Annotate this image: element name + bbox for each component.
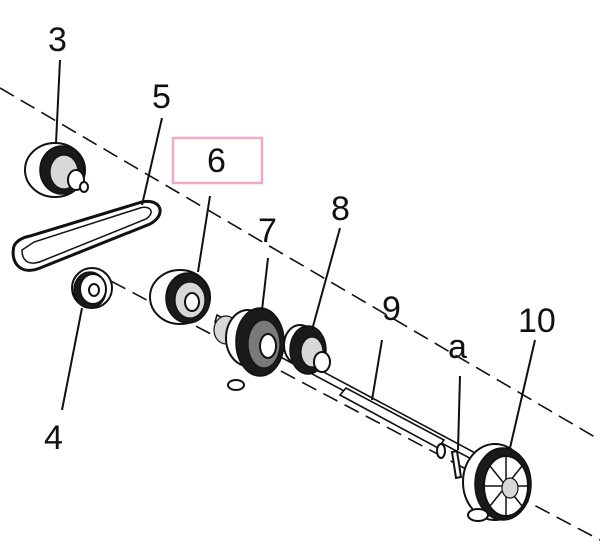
callout-a: a <box>448 328 467 366</box>
leader-4 <box>61 307 83 411</box>
bearing-6 <box>149 269 211 325</box>
callout-6: 6 <box>207 142 226 180</box>
callout-7: 7 <box>258 212 277 250</box>
leader-9 <box>371 339 383 401</box>
leader-8 <box>311 227 341 331</box>
highlight-box-6 <box>171 136 264 185</box>
callout-10: 10 <box>518 302 556 340</box>
leader-a <box>457 375 461 451</box>
callout-8: 8 <box>331 190 350 228</box>
leader-10 <box>509 339 536 449</box>
callout-5: 5 <box>152 78 171 116</box>
bearing-8 <box>283 324 331 375</box>
leader-3 <box>55 59 61 144</box>
washer-4 <box>71 267 113 309</box>
belt-5 <box>11 199 162 272</box>
center-axis-upper <box>0 87 600 441</box>
pin-a <box>450 449 463 480</box>
leader-5 <box>141 117 163 206</box>
callout-9: 9 <box>382 290 401 328</box>
callout-4: 4 <box>44 419 63 457</box>
leader-7 <box>261 257 269 311</box>
pulley-3 <box>24 142 89 198</box>
leader-6 <box>197 195 211 273</box>
callout-3: 3 <box>48 21 67 59</box>
gear-7 <box>213 307 285 391</box>
gear-10 <box>462 443 532 522</box>
